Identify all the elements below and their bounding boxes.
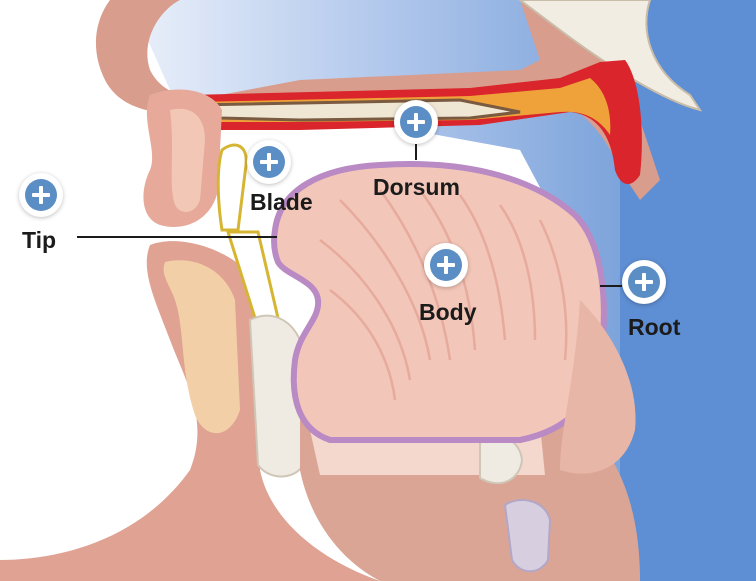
root-hotspot-button[interactable]	[622, 260, 666, 304]
dorsum-label: Dorsum	[373, 174, 460, 200]
root-leader-line	[600, 285, 622, 287]
blade-label: Blade	[250, 189, 313, 215]
body-label: Body	[419, 299, 477, 325]
plus-circle-icon	[25, 179, 57, 211]
upper-lip-inner	[170, 108, 205, 212]
hyoid-bone	[479, 435, 524, 485]
dorsum-leader-line	[415, 144, 417, 160]
tip-leader-line	[77, 236, 277, 238]
body-hotspot-button[interactable]	[424, 243, 468, 287]
upper-incisor	[216, 143, 248, 232]
lower-lip-inner	[163, 260, 240, 434]
plus-circle-icon	[253, 146, 285, 178]
epiglottis-cartilage	[503, 499, 552, 573]
plus-circle-icon	[628, 266, 660, 298]
hard-palate-bone	[194, 98, 521, 122]
plus-circle-icon	[430, 249, 462, 281]
tip-label: Tip	[22, 227, 57, 253]
plus-circle-icon	[400, 106, 432, 138]
oral-cavity-background	[130, 0, 756, 581]
tip-hotspot-button[interactable]	[19, 173, 63, 217]
tongue-root-tissue	[560, 300, 636, 474]
blade-hotspot-button[interactable]	[247, 140, 291, 184]
skull-base-bone	[518, 0, 703, 112]
dorsum-hotspot-button[interactable]	[394, 100, 438, 144]
root-label: Root	[628, 314, 681, 340]
